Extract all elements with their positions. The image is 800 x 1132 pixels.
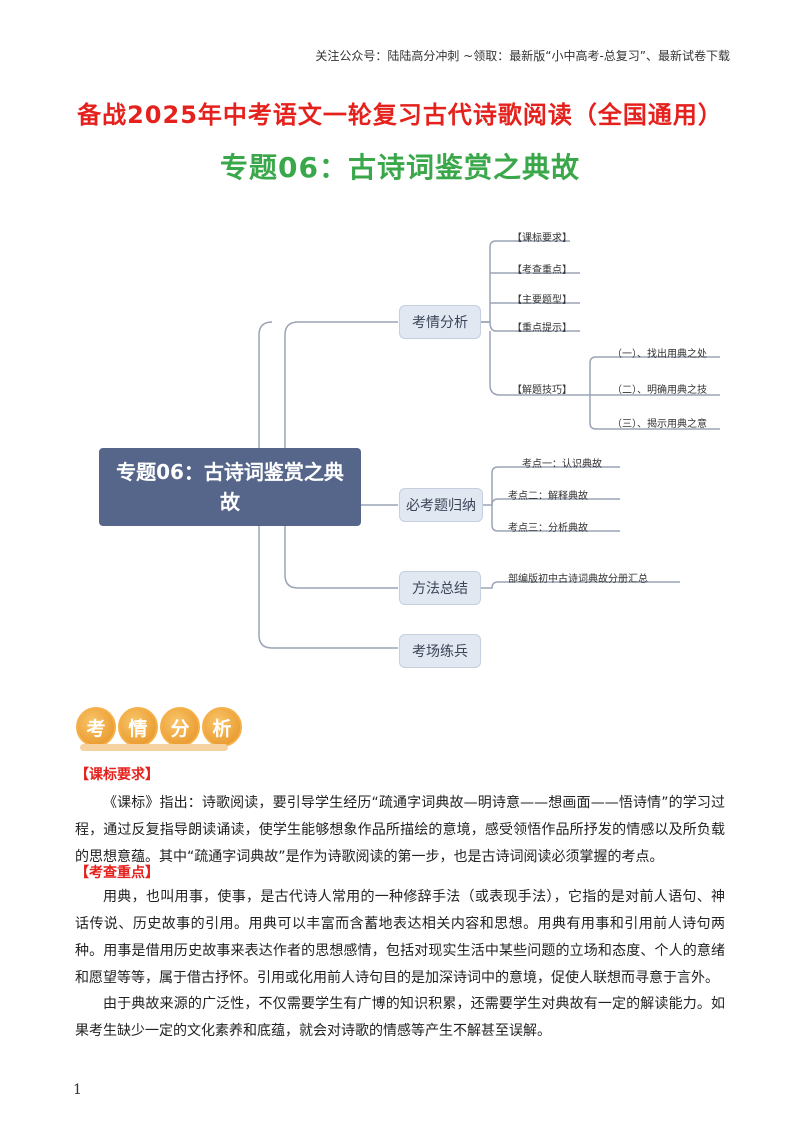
branch-exam-analysis: 考情分析	[399, 305, 481, 339]
branch-method-summary: 方法总结	[399, 571, 481, 605]
leaf-technique-2: （二）、明确用典之技	[612, 385, 707, 396]
badge-char: 分	[160, 707, 200, 747]
leaf-question-types: 【主要题型】	[512, 295, 572, 306]
badge-char: 考	[76, 707, 116, 747]
sub-title: 专题06：古诗词鉴赏之典故	[220, 151, 580, 184]
mind-map-connectors	[258, 240, 720, 649]
paragraph: 用典，也叫用事，使事，是古代诗人常用的一种修辞手法（或表现手法），它指的是对前人…	[75, 889, 725, 986]
leaf-point-1: 考点一：认识典故	[522, 459, 602, 470]
section-heading-curriculum: 【课标要求】	[75, 767, 159, 783]
badge-char: 析	[202, 707, 242, 747]
leaf-key-points: 【考查重点】	[512, 265, 572, 276]
paragraph: 《课标》指出：诗歌阅读，要引导学生经历“疏通字词典故—明诗意——想画面——悟诗情…	[75, 795, 725, 865]
leaf-point-2: 考点二：解释典故	[508, 491, 588, 502]
badge-underline	[80, 744, 228, 751]
section-heading-key-points: 【考查重点】	[75, 865, 159, 881]
leaf-tips: 【重点提示】	[512, 323, 572, 334]
badge-char: 情	[118, 707, 158, 747]
main-title: 备战2025年中考语文一轮复习古代诗歌阅读（全国通用）	[77, 101, 723, 129]
leaf-techniques: 【解题技巧】	[512, 385, 572, 396]
page-number: 1	[73, 1082, 82, 1098]
mind-map: 专题06：古诗词鉴赏之典故 考情分析 必考题归纳 方法总结 考场练兵 【课标要求…	[0, 215, 800, 685]
branch-must-test: 必考题归纳	[399, 488, 483, 522]
leaf-point-3: 考点三：分析典故	[508, 523, 588, 534]
leaf-curriculum: 【课标要求】	[512, 233, 572, 244]
leaf-technique-1: （一）、找出用典之处	[612, 349, 707, 360]
section-badge: 考 情 分 析	[76, 707, 242, 747]
mind-map-central-node: 专题06：古诗词鉴赏之典故	[99, 448, 361, 526]
leaf-allusion-summary: 部编版初中古诗词典故分册汇总	[508, 574, 648, 585]
branch-exam-practice: 考场练兵	[399, 634, 481, 668]
header-note: 关注公众号：陆陆高分冲刺 ~领取：最新版“小中高考-总复习”、最新试卷下载	[315, 49, 730, 63]
paragraph: 由于典故来源的广泛性，不仅需要学生有广博的知识积累，还需要学生对典故有一定的解读…	[75, 996, 725, 1039]
leaf-technique-3: （三）、揭示用典之意	[612, 419, 707, 430]
